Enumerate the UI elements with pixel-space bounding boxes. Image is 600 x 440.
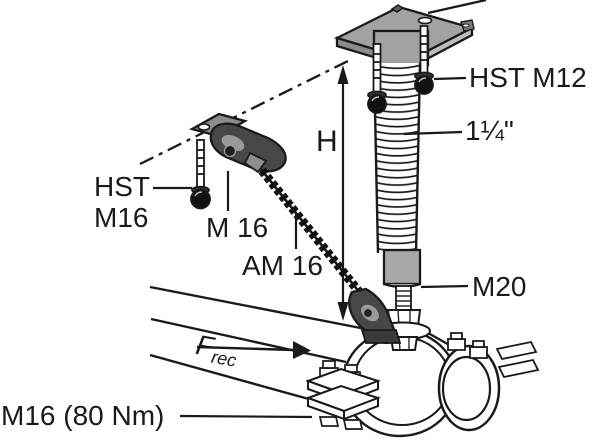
tie-rod-am16 bbox=[243, 151, 368, 301]
ceiling-line bbox=[139, 0, 487, 166]
clamp-right-lugs bbox=[447, 332, 540, 379]
anchor-hst-m16 bbox=[190, 139, 211, 210]
leader-torque bbox=[179, 414, 313, 419]
dimension-h-line bbox=[337, 65, 349, 321]
anchor-hst-m12-left bbox=[367, 43, 387, 114]
ceiling-bracket bbox=[188, 112, 287, 173]
label-pipe-diameter: 1¼" bbox=[465, 115, 514, 146]
leader-pipe-diameter bbox=[403, 130, 463, 136]
label-hst-m12: HST M12 bbox=[469, 62, 587, 93]
pipe-open-end bbox=[437, 344, 501, 432]
label-hst-m16-line2: M16 bbox=[94, 202, 149, 233]
force-arrow bbox=[196, 341, 311, 359]
label-m20: M20 bbox=[472, 271, 527, 302]
label-hst-m16-line1: HST bbox=[94, 171, 150, 202]
label-clamp-torque: M16 (80 Nm) bbox=[1, 400, 165, 431]
leader-lines bbox=[153, 76, 469, 419]
force-subscript: rec bbox=[209, 346, 238, 371]
pipe-bracket bbox=[348, 287, 402, 344]
label-force-frec: Frec bbox=[192, 329, 241, 377]
anchor-hst-m12-right bbox=[414, 25, 434, 95]
label-m16: M 16 bbox=[206, 212, 269, 243]
leader-hst-m12 bbox=[433, 76, 467, 81]
clamp-flange-plates bbox=[305, 360, 382, 430]
label-am16: AM 16 bbox=[242, 250, 323, 281]
leader-m20 bbox=[420, 284, 469, 289]
label-hst-m16: HST M16 bbox=[94, 171, 150, 233]
label-height-h: H bbox=[316, 125, 338, 158]
